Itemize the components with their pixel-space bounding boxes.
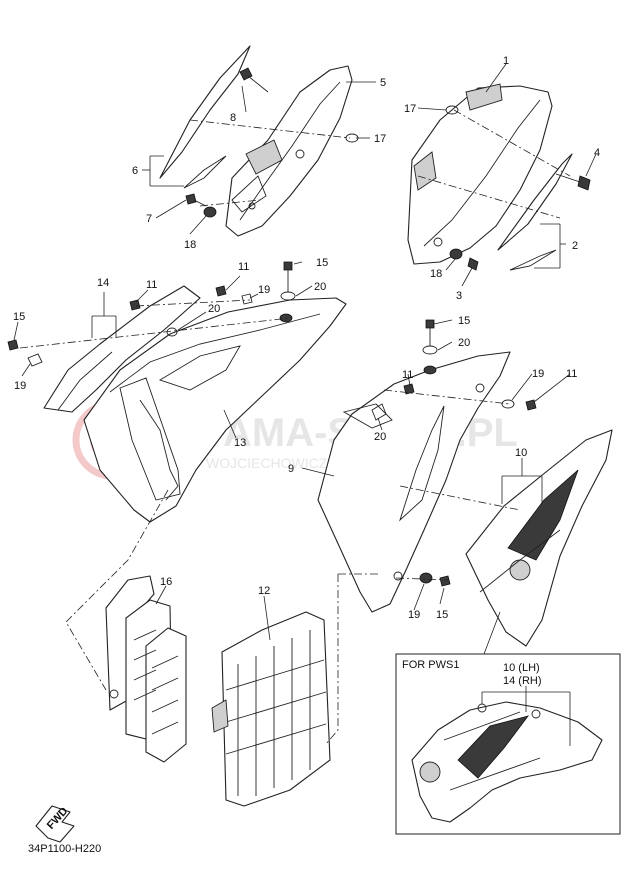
part-code: 34P1100-H220 [28, 843, 101, 855]
fwd-arrow: FWD [35, 805, 75, 843]
callout-18-a: 18 [184, 239, 196, 251]
callout-11-c: 11 [402, 369, 413, 381]
part-radiator-shroud-right [317, 351, 613, 647]
callout-17-b: 17 [374, 133, 386, 145]
part-radiator-guard-right [211, 611, 331, 807]
callout-7: 7 [146, 213, 152, 225]
part-radiator-shroud-left [43, 285, 347, 523]
callout-15-d: 15 [436, 609, 448, 621]
callout-1: 1 [503, 55, 509, 67]
inset-label-lh: 10 (LH) [503, 662, 540, 674]
callout-6: 6 [132, 165, 138, 177]
callout-19-b: 19 [258, 284, 270, 296]
callout-10: 10 [515, 447, 527, 459]
callout-5: 5 [380, 77, 386, 89]
callouts: 1 2 3 4 5 6 7 8 9 10 11 11 11 11 12 13 1… [13, 55, 600, 621]
callout-2: 2 [572, 240, 578, 252]
callout-19-c: 19 [532, 368, 544, 380]
fasteners [7, 67, 591, 587]
callout-4: 4 [594, 147, 600, 159]
callout-19-d: 19 [408, 609, 420, 621]
callout-14: 14 [97, 277, 109, 289]
callout-15-c: 15 [458, 315, 470, 327]
callout-19-a: 19 [14, 380, 26, 392]
callout-20-a: 20 [208, 303, 220, 315]
inset-pws1: FOR PWS1 10 (LH) 14 (RH) [395, 653, 621, 835]
callout-8: 8 [230, 112, 236, 124]
callout-11-b: 11 [238, 261, 249, 273]
callout-11-d: 11 [566, 368, 577, 380]
inset-label-rh: 14 (RH) [503, 675, 542, 687]
callout-20-b: 20 [314, 281, 326, 293]
callout-18-b: 18 [430, 268, 442, 280]
callout-3: 3 [456, 290, 462, 302]
callout-13: 13 [234, 437, 246, 449]
callout-15-a: 15 [13, 311, 25, 323]
callout-11-a: 11 [146, 279, 157, 291]
forward-arrow-icon [35, 805, 75, 843]
callout-15-b: 15 [316, 257, 328, 269]
inset-title: FOR PWS1 [402, 659, 459, 671]
leader-lines [13, 63, 597, 745]
callout-20-d: 20 [374, 431, 386, 443]
callout-12: 12 [258, 585, 270, 597]
callout-9: 9 [288, 463, 294, 475]
part-radiator-guard-left [105, 575, 187, 763]
part-side-cover-right-top [407, 83, 573, 271]
part-side-cover-left-top [159, 45, 353, 237]
callout-17-a: 17 [404, 103, 416, 115]
callout-16: 16 [160, 576, 172, 588]
callout-20-c: 20 [458, 337, 470, 349]
